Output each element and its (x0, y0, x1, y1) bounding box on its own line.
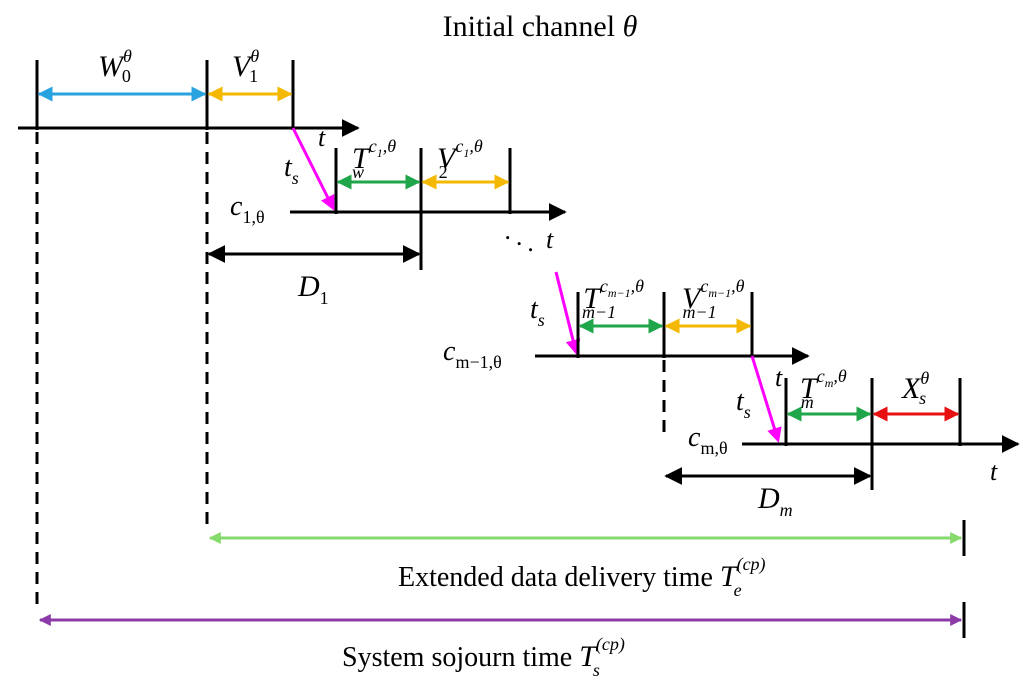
diagram-title: Initial channel θ (443, 10, 638, 43)
extended-delivery-label: Extended data delivery time T(cp)e (398, 554, 766, 600)
axis-label-t-cm1: t (775, 363, 783, 392)
continuation-ellipsis: . . . (501, 217, 543, 258)
switch-arrow-m (750, 355, 782, 443)
switch-label-m1: ts (530, 294, 545, 330)
sojourn-time-label: System sojourn time T(cp)s (342, 634, 625, 680)
axis-label-t-c1: t (546, 225, 554, 254)
switch-arrow-m1 (554, 271, 581, 355)
duration-d1-label: D1 (297, 270, 329, 308)
channel-label-c1: c1,θ (230, 191, 265, 227)
switch-label-1: ts (284, 152, 299, 188)
switch-label-m: ts (736, 386, 751, 422)
channel-label-cm: cm,θ (688, 422, 728, 458)
channel-label-cm1: cm−1,θ (443, 336, 502, 372)
axis-label-t: t (318, 123, 326, 152)
duration-dm-label: Dm (757, 482, 793, 520)
axis-label-t-cm: t (990, 457, 998, 486)
switch-arrow-1 (291, 127, 335, 211)
